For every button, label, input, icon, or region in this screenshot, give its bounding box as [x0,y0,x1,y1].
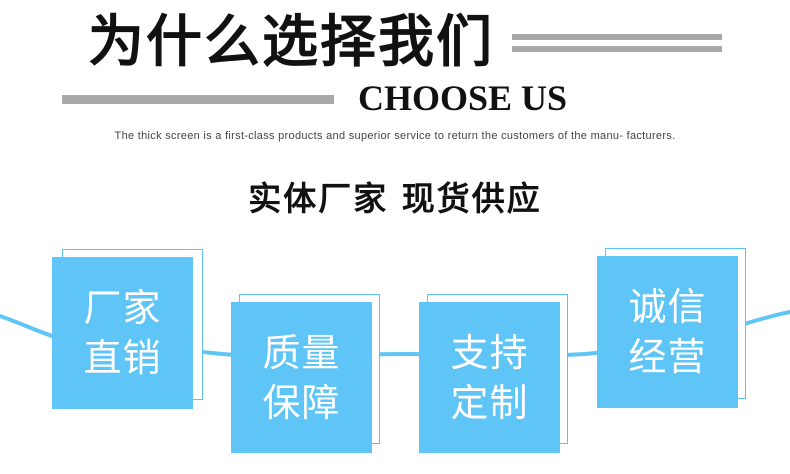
page-title-chinese: 为什么选择我们 [88,10,494,75]
card-text-line2: 经营 [628,335,707,379]
card-text-line1: 质量 [262,330,341,375]
divider-bar-left [62,95,334,104]
card-customization: 支持 定制 [419,302,560,453]
card-factory-direct: 厂家 直销 [52,257,193,409]
subtitle-text: The thick screen is a first-class produc… [114,130,676,142]
divider-bar-top-2 [512,46,722,52]
divider-bar-top-1 [512,34,722,40]
page-title-english: CHOOSE US [358,78,568,118]
card-text-line1: 支持 [450,330,529,375]
card-text-line1: 诚信 [628,285,707,329]
card-text-line2: 定制 [450,380,529,425]
card-integrity: 诚信 经营 [597,256,738,408]
card-text-line2: 保障 [262,380,341,425]
card-text-line2: 直销 [83,336,162,380]
card-quality-assurance: 质量 保障 [231,302,372,453]
slogan-heading: 实体厂家 现货供应 [248,179,542,218]
card-text-line1: 厂家 [83,286,162,330]
